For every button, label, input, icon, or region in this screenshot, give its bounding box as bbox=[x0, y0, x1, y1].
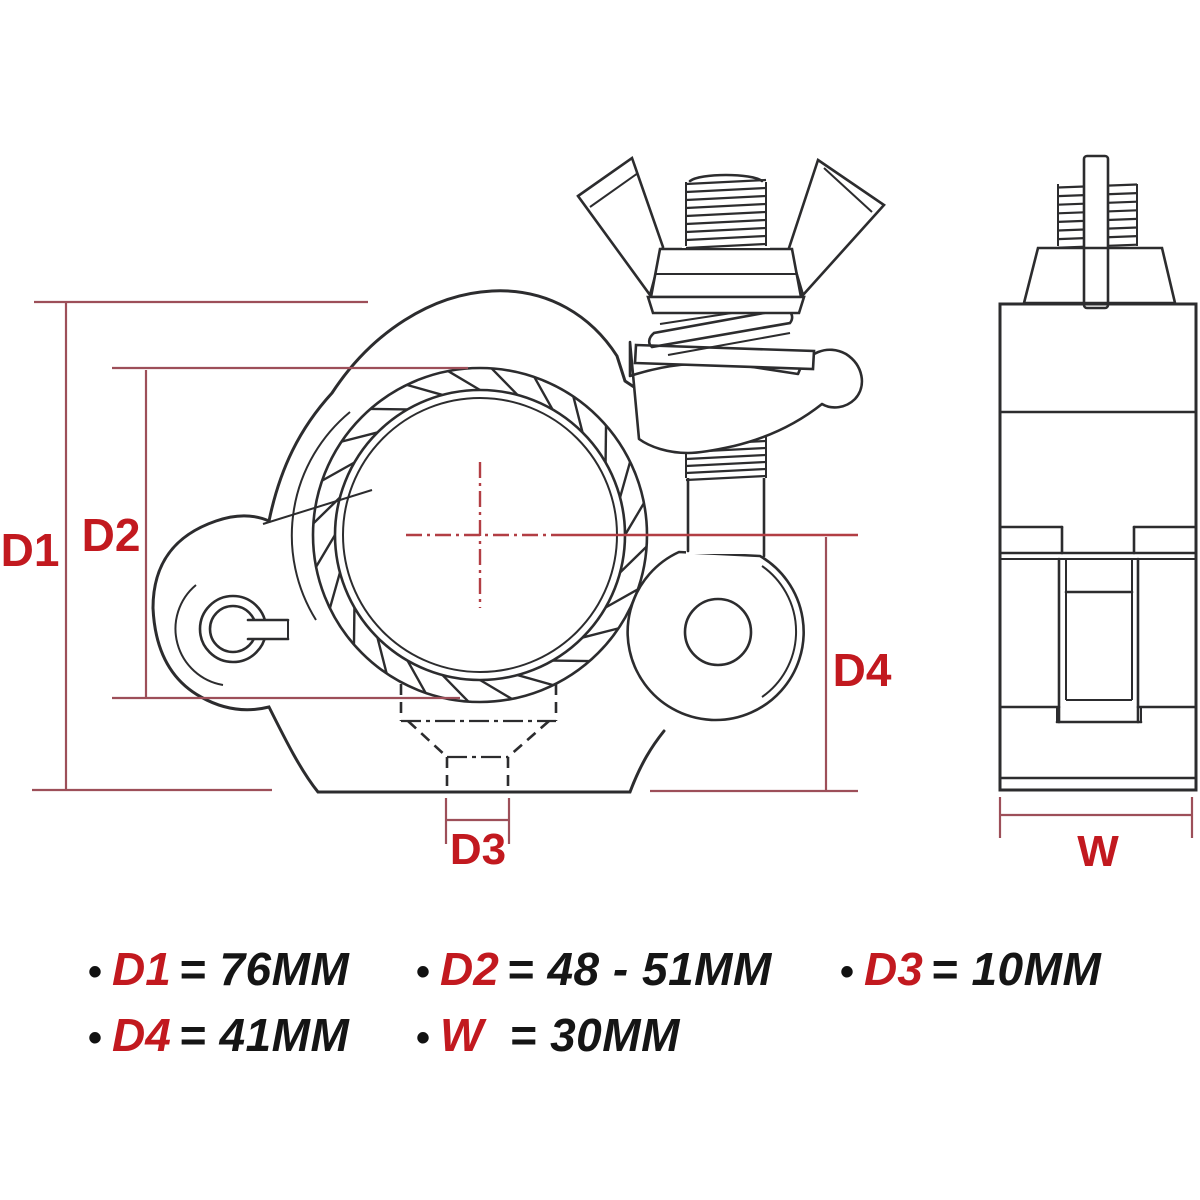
washer-plate bbox=[633, 343, 816, 371]
side-view bbox=[998, 154, 1198, 792]
dimension-lines bbox=[32, 300, 1194, 844]
lug-inner-contour bbox=[174, 584, 224, 686]
legend-item-d3: • D3 = 10MM bbox=[840, 942, 1101, 996]
legend-label: D2 bbox=[440, 943, 499, 995]
bullet-icon: • bbox=[88, 1016, 103, 1060]
countersink-hidden-lines bbox=[399, 684, 558, 791]
clamp-body-bottom bbox=[151, 606, 666, 794]
side-stud bbox=[1022, 154, 1177, 310]
legend-value: = 10MM bbox=[930, 943, 1102, 995]
legend-item-d1: • D1 = 76MM bbox=[88, 942, 349, 996]
legend-label: D4 bbox=[112, 1009, 171, 1061]
legend-item-w: • W = 30MM bbox=[416, 1008, 680, 1062]
dim-label-d1: D1 bbox=[1, 524, 60, 576]
bullet-icon: • bbox=[840, 950, 855, 994]
bullet-icon: • bbox=[88, 950, 103, 994]
legend-value: = 30MM bbox=[509, 1009, 680, 1061]
wing-nut bbox=[576, 155, 886, 315]
clamp-body-outline bbox=[151, 289, 689, 610]
eye-boss bbox=[626, 550, 805, 722]
legend-value: = 48 - 51MM bbox=[506, 943, 772, 995]
legend-label: W bbox=[440, 1009, 484, 1061]
inner-edge bbox=[262, 489, 373, 525]
left-lug-hole bbox=[198, 594, 290, 664]
legend-item-d2: • D2 = 48 - 51MM bbox=[416, 942, 772, 996]
dim-label-d3: D3 bbox=[450, 825, 506, 874]
legend-label: D3 bbox=[864, 943, 923, 995]
bore-ring bbox=[290, 366, 649, 704]
legend-label: D1 bbox=[112, 943, 171, 995]
side-body bbox=[998, 302, 1198, 792]
bullet-icon: • bbox=[416, 950, 431, 994]
bullet-icon: • bbox=[416, 1016, 431, 1060]
legend-value: = 76MM bbox=[178, 943, 350, 995]
legend-value: = 41MM bbox=[178, 1009, 350, 1061]
dim-label-d2: D2 bbox=[82, 509, 141, 561]
front-view bbox=[151, 155, 886, 794]
dim-label-w: W bbox=[1077, 827, 1119, 876]
dim-label-d4: D4 bbox=[833, 644, 892, 696]
legend-item-d4: • D4 = 41MM bbox=[88, 1008, 349, 1062]
